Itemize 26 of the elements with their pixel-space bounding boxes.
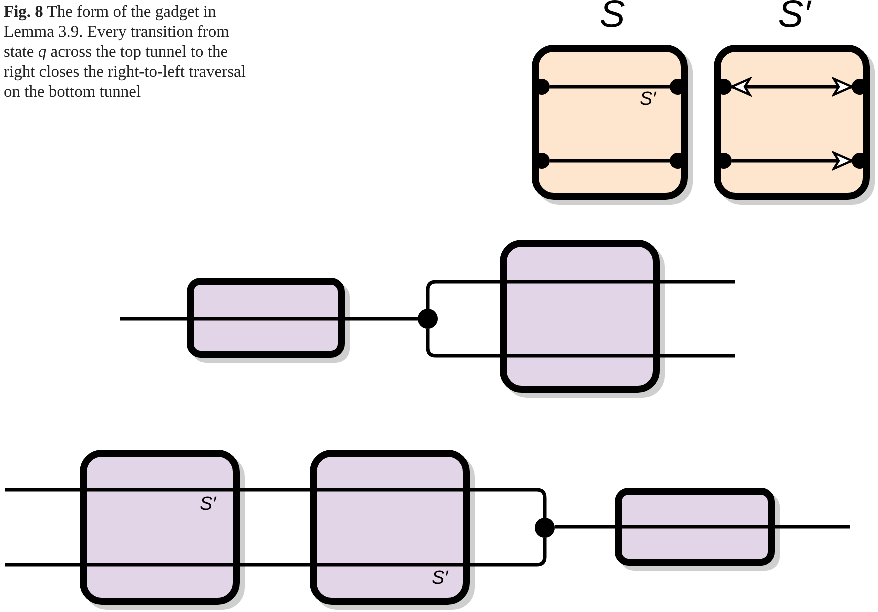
arrow: [730, 78, 854, 96]
tunnel-line: [660, 354, 735, 358]
tunnel-label: S′: [432, 568, 448, 590]
tunnel-line: [120, 317, 187, 321]
junction-dot: [535, 518, 555, 538]
tunnel-line: [240, 563, 310, 567]
gadget-label: S: [598, 0, 626, 37]
tunnel-line: [240, 488, 310, 492]
junction-dot: [418, 309, 438, 329]
tunnel-line: [660, 280, 735, 284]
tunnel-line: [775, 525, 850, 529]
tunnel-label: S′: [640, 89, 656, 111]
tunnel-line: [555, 525, 615, 529]
tunnel-line: [550, 85, 670, 89]
figure-caption: Fig. 8 The form of the gadget in Lemma 3.9. Every transition from state q across the top tunnel to the right closes the right-to-left traversal on the bottom tunnel: [4, 2, 247, 102]
tunnel-line: [470, 538, 547, 567]
tunnel-line: [470, 488, 547, 518]
tunnel-line: [5, 563, 80, 567]
tunnel-line: [345, 317, 418, 321]
tunnel-line: [426, 280, 500, 309]
tunnel-line: [550, 159, 670, 163]
tunnel-line: [426, 329, 500, 358]
arrow: [732, 152, 854, 170]
tunnel-label: S′: [200, 494, 216, 516]
gadget-label: S′: [777, 0, 813, 37]
tunnel-line: [5, 488, 80, 492]
